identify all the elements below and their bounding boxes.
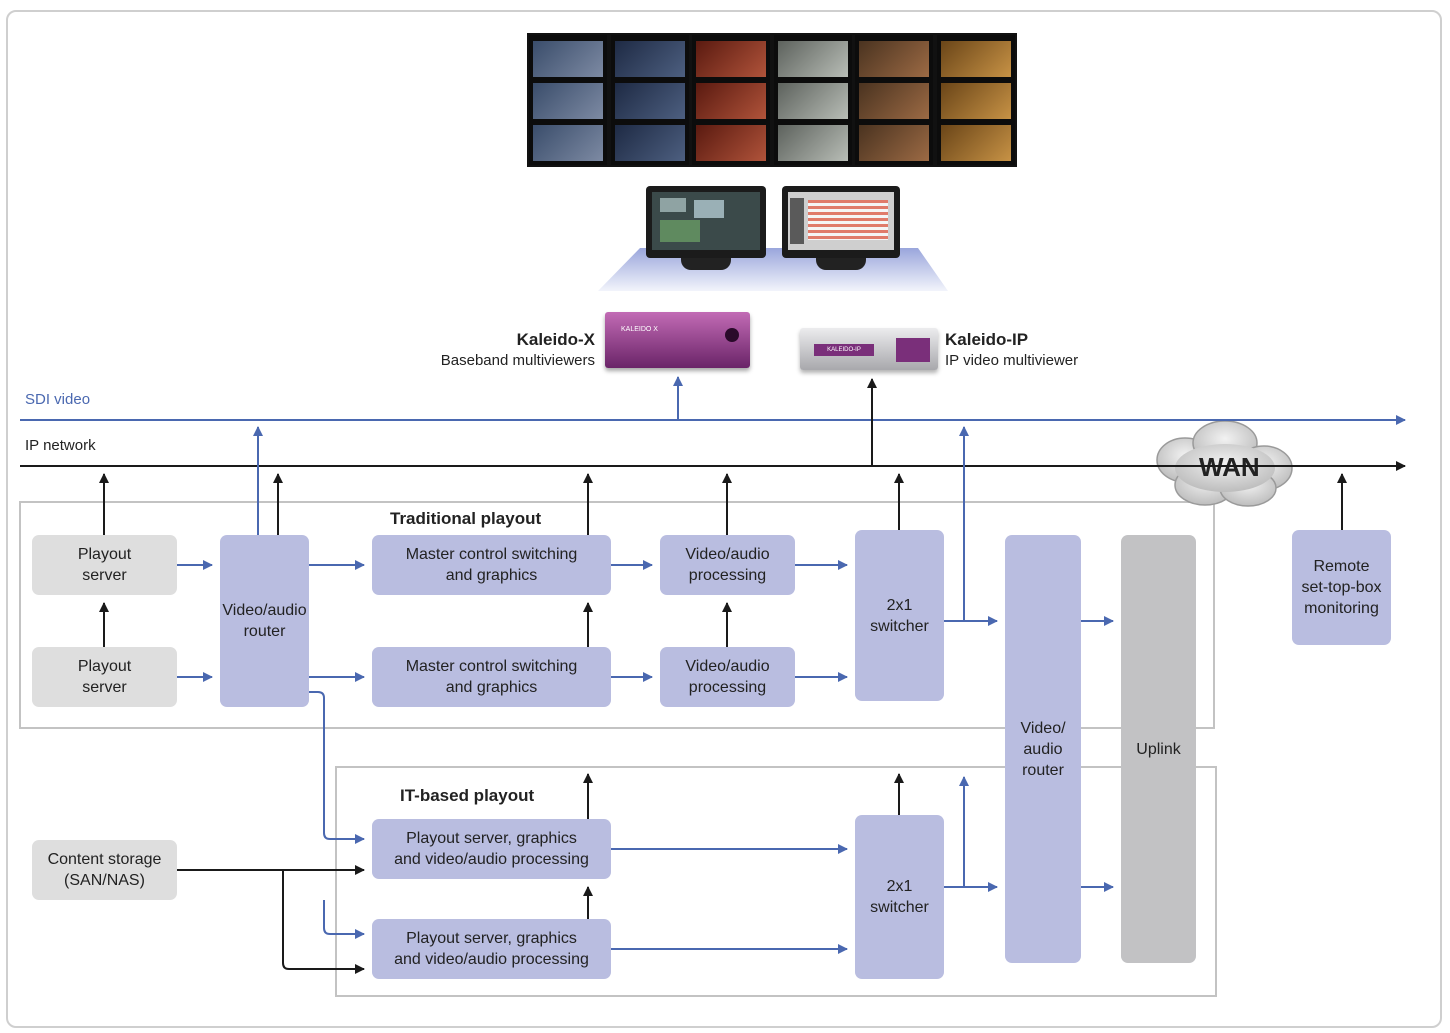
kaleido-x-logo: KALEIDO X bbox=[621, 326, 658, 333]
it-playout-server-2: Playout server, graphics and video/audio… bbox=[372, 919, 611, 979]
content-storage: Content storage (SAN/NAS) bbox=[32, 840, 177, 900]
video-audio-processing-1: Video/audio processing bbox=[660, 535, 795, 595]
switcher-1: 2x1 switcher bbox=[855, 530, 944, 701]
video-wall-panel bbox=[692, 35, 770, 165]
video-wall-panel bbox=[855, 35, 933, 165]
traditional-playout-group bbox=[19, 501, 1215, 729]
it-playout-server-1: Playout server, graphics and video/audio… bbox=[372, 819, 611, 879]
wan-label: WAN bbox=[1199, 452, 1260, 482]
diagram-frame bbox=[6, 10, 1442, 1028]
video-wall-panel bbox=[936, 35, 1015, 165]
it-based-playout-label: IT-based playout bbox=[400, 786, 535, 805]
remote-set-top-box-monitoring: Remote set-top-box monitoring bbox=[1292, 530, 1391, 645]
kaleido-ip-desc: IP video multiviewer bbox=[945, 352, 1079, 369]
video-wall-panel bbox=[610, 35, 689, 165]
kaleido-ip-logo: KALEIDO-IP bbox=[814, 344, 874, 356]
kaleido-x-desc: Baseband multiviewers bbox=[440, 352, 595, 369]
playout-server-1: Playout server bbox=[32, 535, 177, 595]
playout-server-2: Playout server bbox=[32, 647, 177, 707]
ip-network-label: IP network bbox=[25, 437, 96, 454]
video-audio-processing-2: Video/audio processing bbox=[660, 647, 795, 707]
monitor-right-stand bbox=[816, 258, 866, 270]
master-control-switching-2: Master control switching and graphics bbox=[372, 647, 611, 707]
uplink: Uplink bbox=[1121, 535, 1196, 963]
monitor-right bbox=[782, 186, 900, 258]
video-wall-panel bbox=[773, 35, 852, 165]
monitor-left bbox=[646, 186, 766, 258]
kaleido-ip-chassis: KALEIDO-IP bbox=[800, 328, 938, 370]
master-control-switching-1: Master control switching and graphics bbox=[372, 535, 611, 595]
kaleido-x-chassis: KALEIDO X bbox=[605, 312, 750, 368]
video-wall-panel bbox=[529, 35, 607, 165]
traditional-playout-label: Traditional playout bbox=[390, 509, 542, 528]
sdi-video-label: SDI video bbox=[25, 391, 91, 408]
kaleido-ip-name: Kaleido-IP bbox=[945, 330, 1029, 349]
monitor-left-stand bbox=[681, 258, 731, 270]
video-audio-router-1: Video/audio router bbox=[220, 535, 309, 707]
kaleido-x-name: Kaleido-X bbox=[516, 330, 595, 349]
switcher-2: 2x1 switcher bbox=[855, 815, 944, 979]
video-wall bbox=[527, 33, 1017, 167]
video-audio-router-2: Video/ audio router bbox=[1005, 535, 1081, 963]
